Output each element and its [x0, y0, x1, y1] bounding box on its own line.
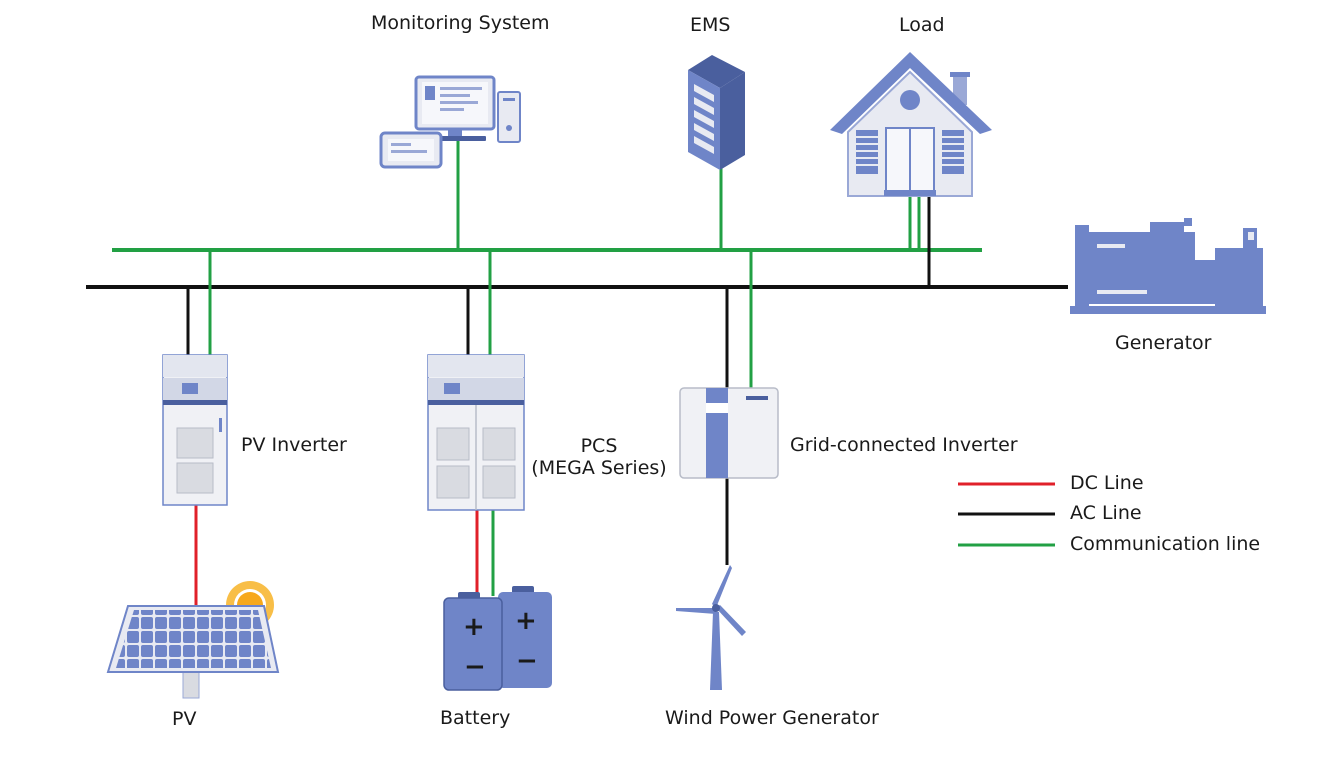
battery-icon [443, 586, 552, 691]
generator-label: Generator [1115, 332, 1212, 354]
battery-minus-front: − [464, 652, 486, 682]
legend-ac-label: AC Line [1070, 502, 1142, 524]
pcs-label-line2: (MEGA Series) [531, 457, 667, 479]
battery-label: Battery [440, 707, 511, 729]
generator-icon [1070, 218, 1266, 314]
ems-label: EMS [690, 14, 731, 36]
legend-comm-label: Communication line [1070, 533, 1261, 555]
pcs-label: PCS (MEGA Series) [524, 435, 674, 479]
pcs-cabinet-icon [427, 354, 525, 511]
pv-panel-icon [106, 581, 280, 699]
grid-inverter-label: Grid-connected Inverter [790, 434, 1018, 456]
pv-label: PV [172, 708, 197, 730]
wind-turbine-icon [676, 565, 746, 690]
monitoring-system-label: Monitoring System [371, 12, 550, 34]
pv-inverter-label: PV Inverter [241, 434, 347, 456]
monitoring-system-icon [379, 75, 521, 169]
battery-minus-back: − [516, 646, 538, 676]
ems-cabinet-icon [688, 55, 745, 170]
grid-inverter-icon [679, 387, 779, 479]
pcs-label-line1: PCS [580, 435, 618, 457]
pv-inverter-icon [162, 354, 228, 506]
battery-plus-front: + [463, 612, 485, 642]
wind-generator-label: Wind Power Generator [665, 707, 879, 729]
legend-dc-label: DC Line [1070, 472, 1144, 494]
load-label: Load [899, 14, 945, 36]
load-house-icon [830, 52, 992, 197]
battery-plus-back: + [515, 606, 537, 636]
